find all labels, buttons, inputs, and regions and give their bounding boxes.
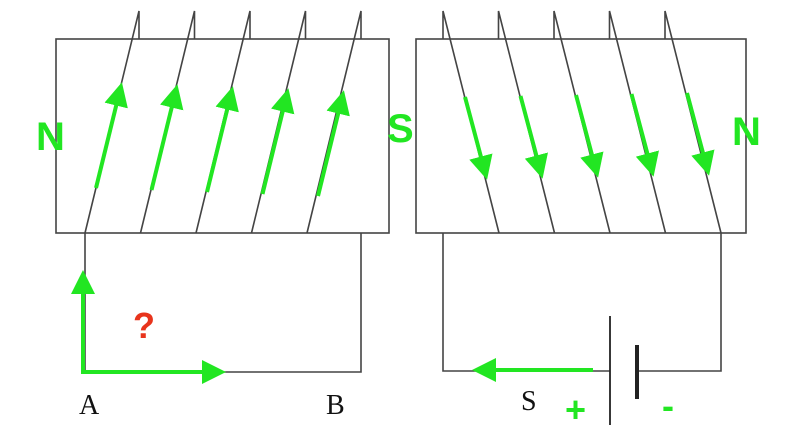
right-core [415,38,747,234]
right-field-arrow [685,92,715,176]
left-field-arrow [94,82,128,189]
left-circuit-wire [84,233,362,373]
left-field-arrow [260,88,295,195]
battery-plus: + [565,389,586,430]
right-field-arrow [518,95,548,179]
right-field-arrow [574,94,604,178]
question-mark: ? [133,305,155,346]
left-core [55,38,390,234]
current-arrows [71,270,593,384]
battery-minus: - [662,385,674,426]
left-field-arrow [316,90,350,197]
terminal-b: B [326,390,345,421]
right-circuit-wire [442,233,722,372]
left-coil-winding [306,10,362,234]
switch-label: S [521,386,537,417]
right-field-arrow [463,96,493,180]
pole-n-left: N [36,115,65,159]
left-field-arrow [149,84,184,191]
pole-n-right: N [732,110,761,154]
terminal-a: A [79,390,100,421]
pole-s-middle: S [387,107,414,151]
left-field-arrow [205,86,239,193]
battery [609,316,639,425]
right-field-arrow [629,93,659,177]
